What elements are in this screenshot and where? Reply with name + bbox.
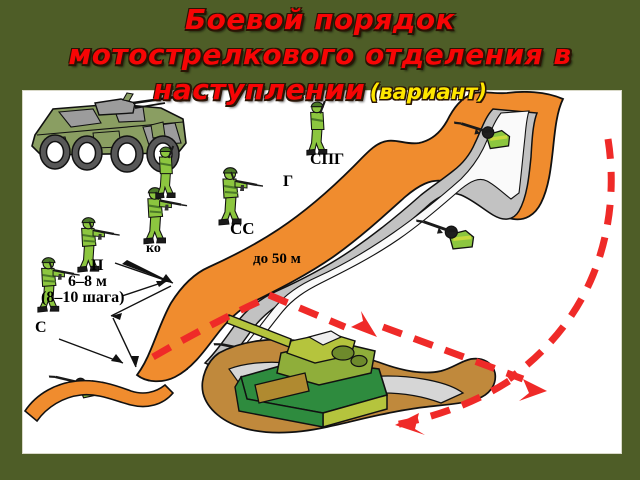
- label-distance-6-8m: 6–8 м: [68, 273, 107, 290]
- label-ss: СС: [230, 219, 255, 238]
- label-s: С: [35, 319, 47, 336]
- label-g: Г: [283, 173, 294, 190]
- tactical-diagram: [23, 91, 615, 435]
- label-distance-steps: (8–10 шага): [41, 289, 125, 306]
- attack-arrowhead: [351, 311, 547, 435]
- label-p: П: [91, 257, 104, 274]
- soldier-figure: [217, 166, 265, 227]
- title-line-1: Боевой порядок: [184, 3, 456, 36]
- soldier-figure: [142, 186, 189, 245]
- enemy-trench: [23, 91, 565, 423]
- soldier-figure: [305, 99, 328, 157]
- diagram-canvas: СПГ Г СС ко до 50 м П 6–8 м (8–10 шага) …: [22, 90, 622, 454]
- dug-in-tank: [201, 314, 497, 434]
- label-distance-50m: до 50 м: [253, 251, 301, 267]
- label-ko: ко: [146, 241, 161, 256]
- title-line-2: мотострелкового отделения в: [68, 38, 572, 71]
- label-spg: СПГ: [310, 151, 345, 168]
